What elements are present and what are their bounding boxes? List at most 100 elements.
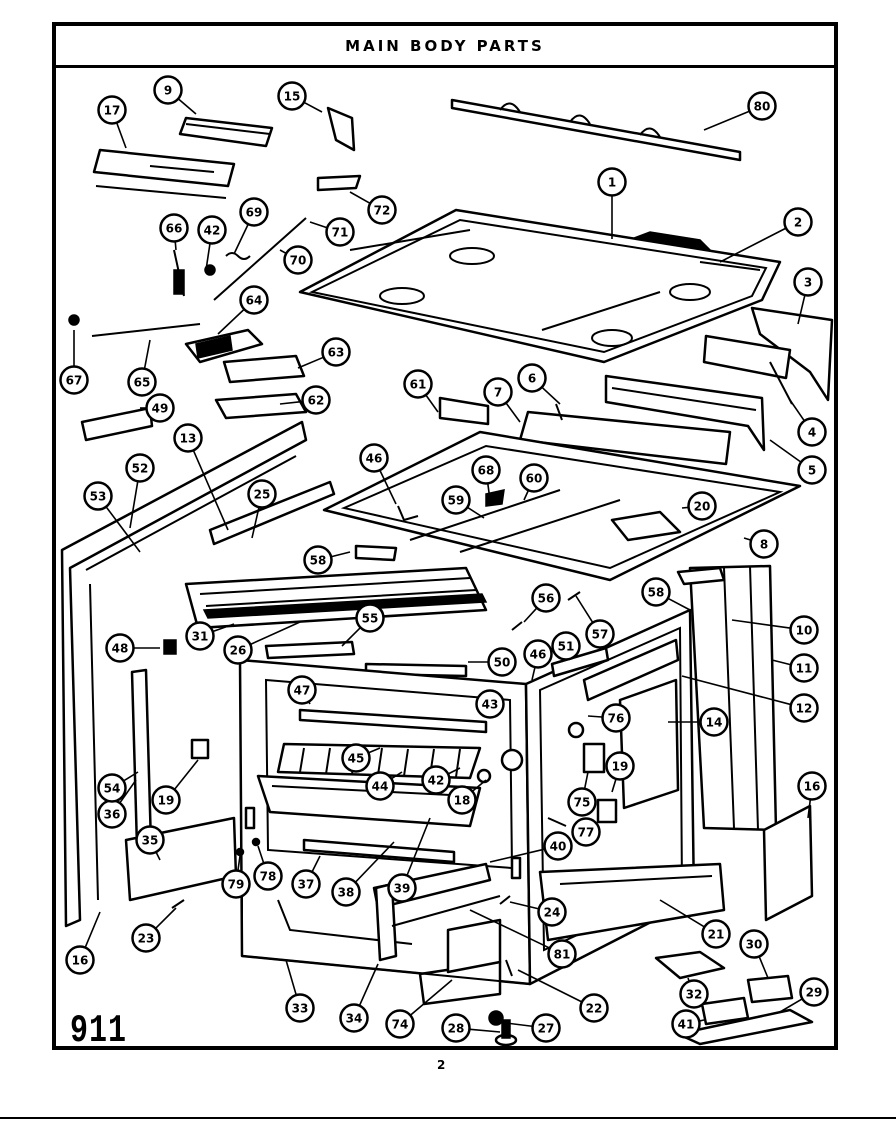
callout-label: 58 [648,586,665,600]
callout-c39: 39 [387,817,431,903]
part-76-grommet [567,721,585,739]
callout-label: 75 [574,796,591,810]
leader-line [84,911,101,948]
callout-circle [131,923,161,953]
callout-label: 66 [166,222,183,236]
callout-label: 37 [298,878,315,892]
callout-circle [125,453,155,483]
callout-circle [223,635,253,665]
part-53-door-frame [85,455,297,901]
part-18-knob [476,768,492,784]
callout-circle [291,869,321,899]
leader-line [472,779,487,792]
callout-circle [97,95,127,125]
leader-line [279,249,287,254]
leader-line [368,747,381,754]
part-70-71-rod [213,217,307,301]
callout-c56: 56 [523,583,561,623]
callout-c14: 14 [668,707,729,737]
part-67-grommet [68,314,80,326]
callout-label: 77 [578,826,595,840]
callout-circle [287,675,317,705]
callout-c54: 54 [97,771,139,803]
callout-c77: 77 [571,817,601,847]
callout-circle [173,423,203,453]
callout-label: 56 [538,592,555,606]
callout-c7: 7 [483,377,521,423]
callout-label: 19 [612,760,629,774]
part-17-channel [92,148,236,199]
callout-c76: 76 [587,703,631,733]
callout-circle [441,1013,471,1043]
part-5-rear-panel [604,374,766,452]
leader-line [807,799,812,819]
leader-line [517,969,582,1003]
part-15-clip [326,106,356,152]
part-75-box [582,742,606,774]
title-bar: MAIN BODY PARTS [56,26,834,68]
callout-c17: 17 [97,95,127,149]
callout-label: 15 [284,90,301,104]
part-13-top-rail [208,480,336,546]
callout-c59: 59 [441,485,485,519]
callout-circle [367,195,397,225]
leader-line [797,295,806,325]
callout-c49: 49 [140,393,175,423]
leader-line [212,623,235,633]
callout-c64: 64 [217,285,269,335]
callout-c18: 18 [447,779,487,815]
leader-line [105,506,141,553]
leader-line [155,907,177,929]
leader-line [233,224,249,255]
callout-circle [749,529,779,559]
callout-label: 45 [348,752,365,766]
leader-line [769,439,802,463]
callout-c4: 4 [789,399,827,447]
callout-label: 26 [230,644,247,658]
part-38-burner [277,899,413,945]
callout-circle [339,1003,369,1033]
callout-c27: 27 [497,1013,561,1043]
callout-circle [331,877,361,907]
model-code: 911 [70,1010,128,1055]
callout-c50: 50 [468,647,517,677]
callout-circle [97,773,127,803]
leader-line [523,490,529,501]
callout-label: 51 [558,640,575,654]
callout-label: 7 [494,386,502,400]
callout-circle [355,603,385,633]
callout-label: 6 [528,372,536,386]
callout-c10: 10 [731,615,819,645]
callout-c40: 40 [489,831,573,863]
callout-c41: 41 [671,1009,705,1039]
leader-line [531,667,536,681]
callout-circle [325,217,355,247]
leader-line [681,506,689,509]
callout-c19b: 19 [605,751,635,793]
callout-label: 38 [338,886,355,900]
callout-circle [605,751,635,781]
callout-label: 31 [192,630,209,644]
leader-line [391,771,403,780]
callout-circle [145,393,175,423]
callout-circle [523,639,553,669]
callout-c53: 53 [83,481,141,553]
part-52-door-gasket [60,420,308,928]
callout-label: 46 [366,452,383,466]
callout-c63: 63 [297,337,351,369]
callout-circle [151,785,181,815]
part-24-clip [499,895,511,905]
callout-c29: 29 [779,977,829,1013]
callout-c13: 13 [173,423,229,531]
callout-circle [387,873,417,903]
callout-label: 33 [292,1002,309,1016]
callout-c30: 30 [739,929,769,979]
part-61-bracket [438,396,490,426]
callout-c46b: 46 [523,639,553,681]
leader-line [575,595,594,623]
leader-line [205,243,211,271]
callout-circle [579,993,609,1023]
callout-c57: 57 [575,595,615,649]
leader-line [358,963,379,1006]
part-27-28-foot [488,1010,518,1047]
